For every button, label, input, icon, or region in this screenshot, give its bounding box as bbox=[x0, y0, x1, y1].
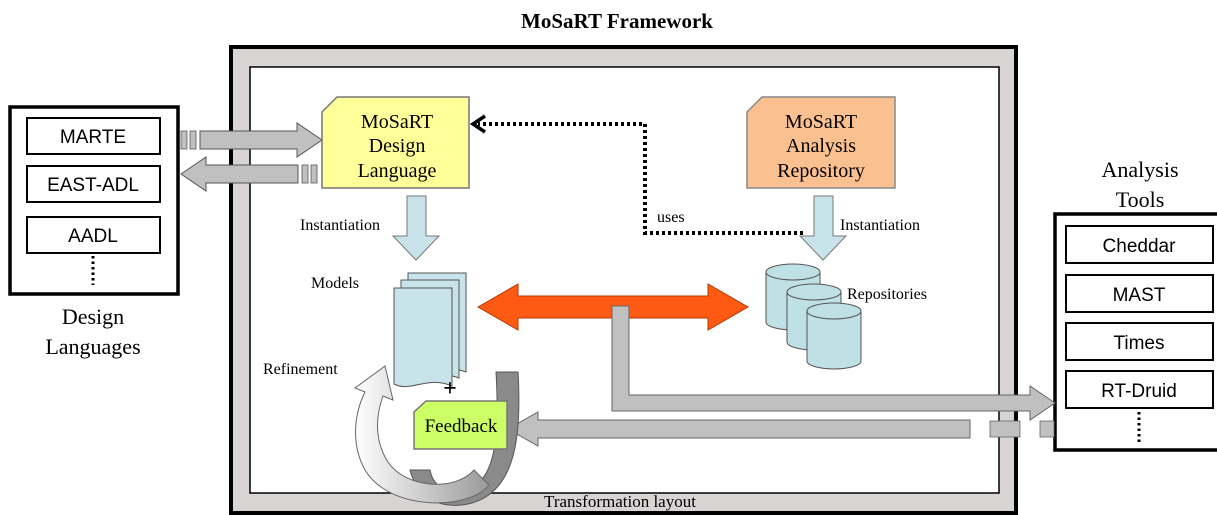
models-document-stack bbox=[393, 272, 467, 388]
arrow-to-design-language bbox=[180, 122, 323, 158]
design-language-line2: Design bbox=[369, 135, 426, 157]
design-languages-panel bbox=[8, 105, 180, 296]
repositories-label: Repositories bbox=[847, 286, 927, 303]
analysis-tool-item-mast bbox=[1065, 274, 1214, 313]
design-language-item-marte bbox=[26, 117, 161, 155]
analysis-repository-line3: Repository bbox=[777, 160, 865, 182]
analysis-tools-panel bbox=[1053, 212, 1217, 452]
instantiation-arrow-left bbox=[391, 195, 441, 261]
refinement-loop-back bbox=[409, 371, 520, 506]
uses-dotted-arrow bbox=[469, 114, 803, 235]
analysis-tool-label-cheddar: Cheddar bbox=[1103, 236, 1177, 257]
feedback-document bbox=[413, 400, 508, 450]
design-language-document bbox=[321, 96, 470, 189]
instantiation-arrow-right bbox=[798, 195, 848, 261]
design-language-label-aadl: AADL bbox=[68, 226, 118, 247]
instantiation-label-right: Instantiation bbox=[840, 217, 920, 234]
design-language-label-marte: MARTE bbox=[60, 127, 126, 148]
plus-sign: + bbox=[443, 376, 457, 402]
design-languages-caption-line2: Languages bbox=[45, 334, 140, 359]
analysis-tool-label-mast: MAST bbox=[1113, 285, 1166, 306]
analysis-tool-item-rt-druid bbox=[1065, 370, 1214, 409]
transformation-layout-label: Transformation layout bbox=[544, 492, 696, 511]
arrow-from-analysis-tools bbox=[506, 411, 1055, 447]
design-language-line1: MoSaRT bbox=[361, 111, 433, 133]
analysis-tool-label-rt-druid: RT-Druid bbox=[1101, 381, 1177, 402]
design-language-item-east-adl bbox=[26, 165, 161, 203]
design-language-item-aadl bbox=[26, 216, 161, 254]
design-language-line3: Language bbox=[358, 160, 437, 182]
analysis-repository-line2: Analysis bbox=[786, 135, 856, 157]
analysis-tool-label-times: Times bbox=[1113, 333, 1164, 354]
analysis-tools-caption-line1: Analysis bbox=[1102, 157, 1179, 182]
feedback-label: Feedback bbox=[425, 416, 498, 437]
arrow-to-analysis-tools bbox=[611, 305, 1056, 421]
design-language-label-east-adl: EAST-ADL bbox=[47, 175, 139, 196]
analysis-repository-line1: MoSaRT bbox=[785, 111, 857, 133]
uses-label: uses bbox=[657, 209, 685, 226]
design-languages-caption-line1: Design bbox=[62, 304, 124, 329]
diagram-title: MoSaRT Framework bbox=[521, 9, 713, 33]
analysis-tool-item-times bbox=[1065, 322, 1214, 361]
instantiation-label-left: Instantiation bbox=[300, 217, 380, 234]
models-label: Models bbox=[311, 275, 359, 292]
analysis-repository-document bbox=[746, 96, 896, 189]
analysis-tools-caption-line2: Tools bbox=[1116, 187, 1165, 212]
repositories-cylinders bbox=[765, 263, 862, 370]
analysis-tool-item-cheddar bbox=[1065, 225, 1214, 264]
refinement-label: Refinement bbox=[263, 361, 338, 378]
refinement-loop-arrow bbox=[353, 365, 490, 504]
arrow-from-design-language bbox=[180, 156, 318, 192]
